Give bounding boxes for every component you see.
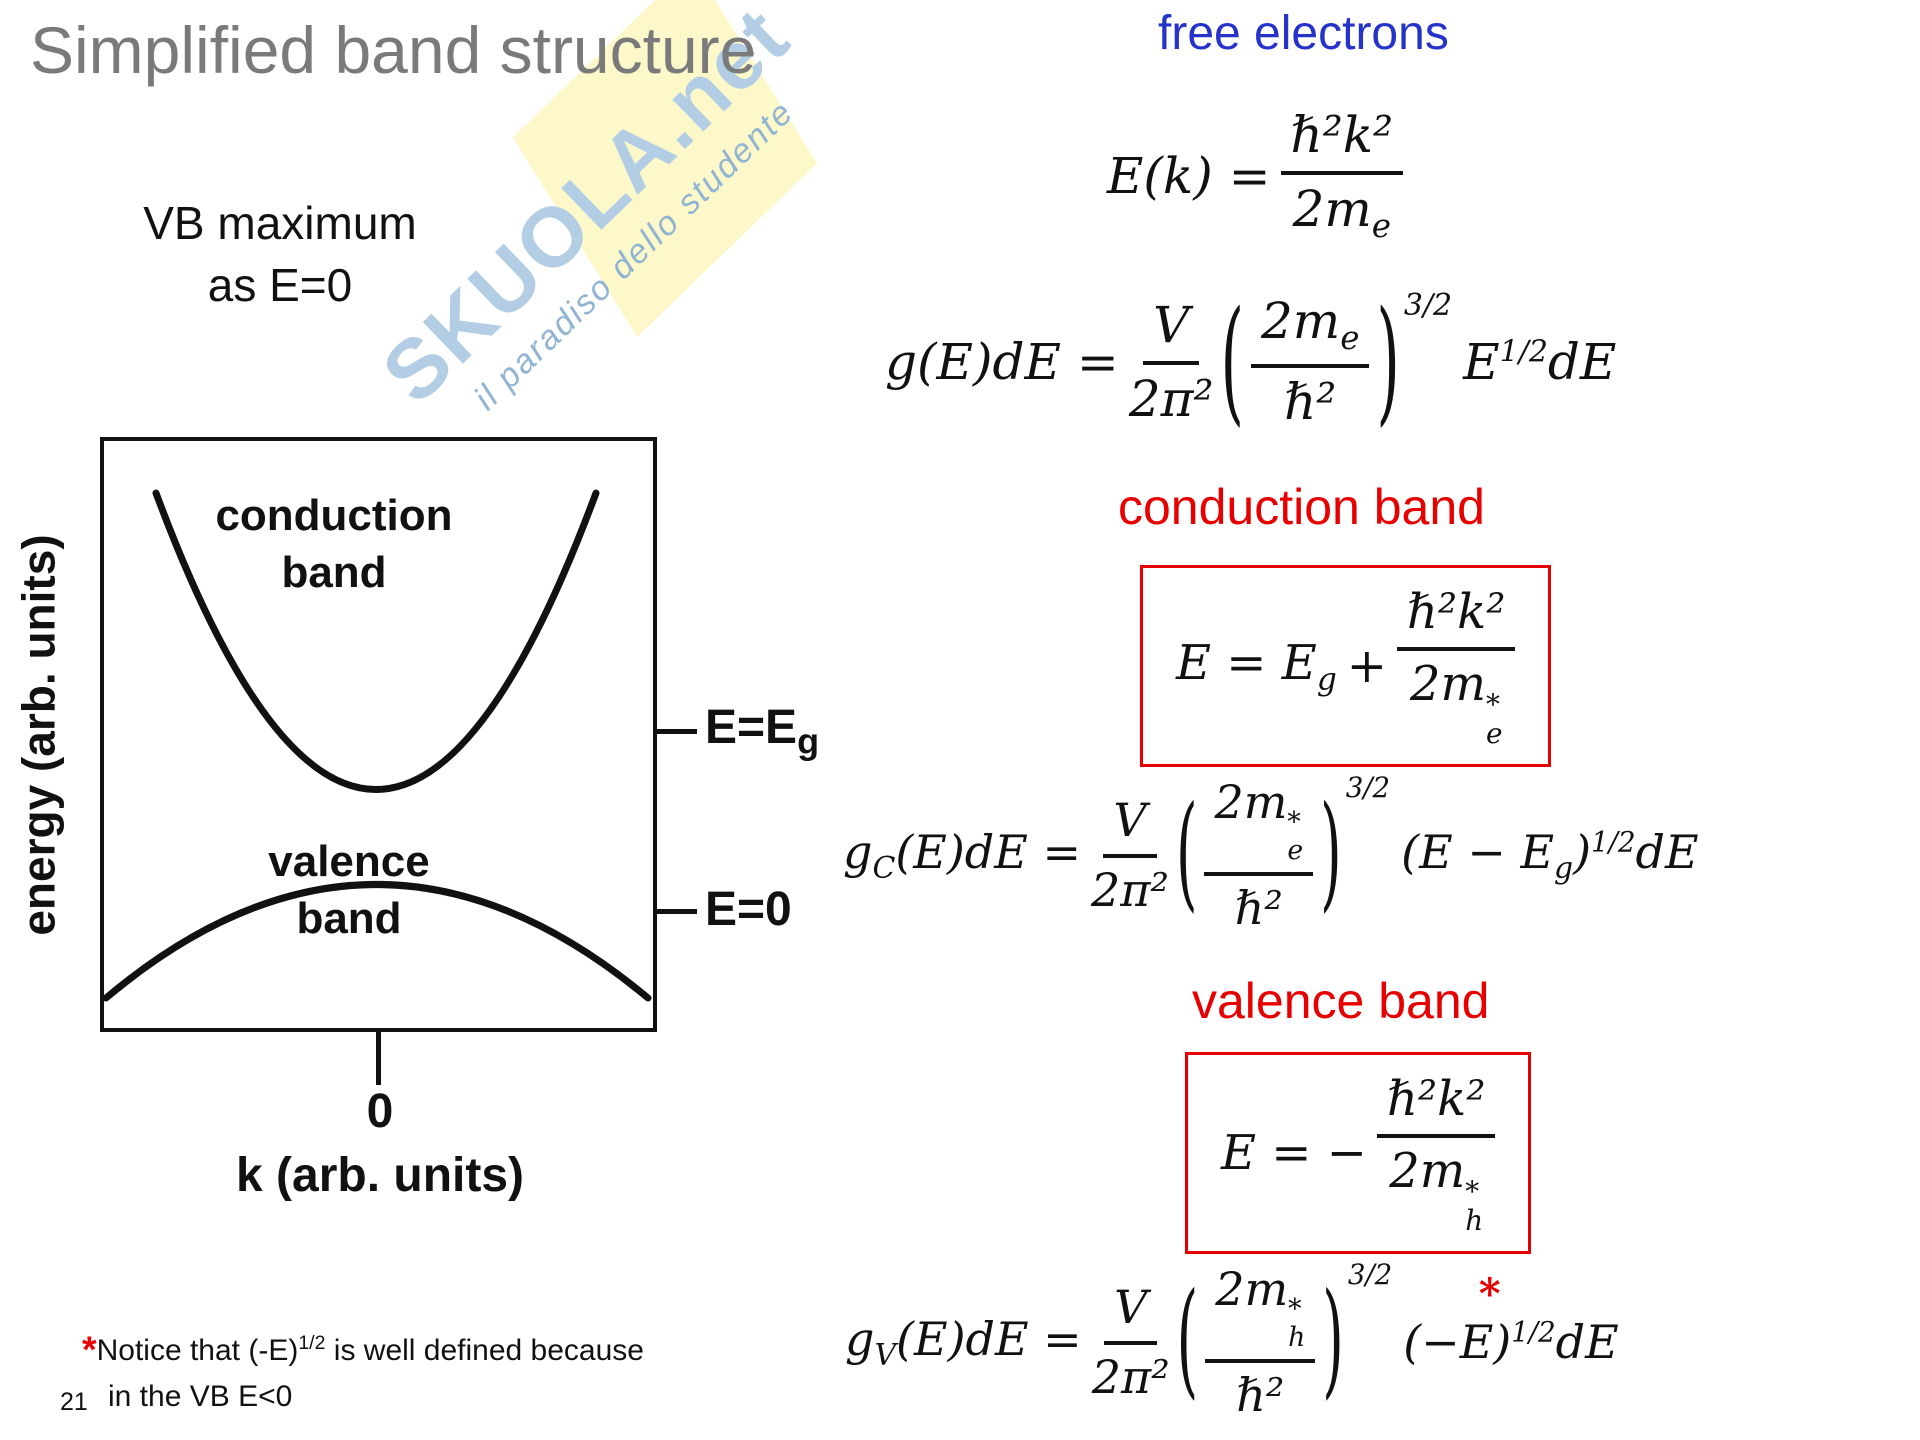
valence-band-label-line2: band	[296, 894, 402, 944]
footnote-line2: in the VB E<0	[108, 1380, 293, 1413]
eq-gv-mass-fraction: 2m*h ℏ²	[1205, 1262, 1316, 1422]
close-paren: )	[1320, 781, 1342, 926]
eq-gv-exponent: 3/2	[1347, 1258, 1393, 1291]
conduction-band-label: conduction band	[179, 487, 489, 601]
eq-gv-prefactor: V 2π²	[1091, 1280, 1170, 1405]
valence-band-label-line1: valence	[268, 837, 430, 886]
footnote-text-post: is well defined because	[325, 1334, 644, 1367]
eq-gdos-lhs: g(E)dE =	[885, 332, 1119, 391]
tick-k-origin	[376, 1031, 381, 1085]
open-paren: (	[1176, 1268, 1199, 1413]
valence-band-energy-box: E = − ℏ²k² 2m*h	[1185, 1052, 1532, 1255]
conduction-band-label-line2: band	[281, 548, 387, 598]
band-diagram: conduction band valence band	[100, 437, 657, 1032]
vb-note-line1: VB maximum	[143, 197, 417, 249]
conduction-band-label-line1: conduction	[215, 491, 453, 540]
eq-gdos-mass-num: 2me	[1250, 292, 1370, 368]
eg-label-sub: g	[797, 720, 820, 762]
footnote-star: *	[82, 1328, 97, 1370]
diagram-y-axis-label: energy (arb. units)	[6, 437, 72, 1032]
eq-cb-fraction: ℏ²k² 2m*e	[1397, 584, 1516, 751]
equation-valence-dos: gV(E)dE = V 2π² ( 2m*h ℏ² ) 3/2 * (−E)1/…	[840, 1258, 1624, 1422]
eq-gdos-mass-fraction: 2me ℏ²	[1250, 292, 1370, 431]
eq-ek-lhs: E(k) =	[1106, 146, 1271, 205]
open-paren: (	[1175, 781, 1198, 926]
vb-maximum-note: VB maximum as E=0	[110, 192, 450, 316]
band-curves	[104, 489, 652, 1002]
equation-free-electron-dispersion: E(k) = ℏ²k² 2me	[1040, 106, 1470, 245]
eq-gc-mass-fraction: 2m*e ℏ²	[1204, 775, 1314, 935]
close-paren: )	[1322, 1268, 1344, 1413]
eq-cb-denominator: 2m*e	[1409, 656, 1503, 751]
eq-gv-tail: * (−E)1/2dE	[1403, 1269, 1619, 1370]
eq-gdos-prefactor: V 2π²	[1128, 295, 1214, 428]
origin-label: 0	[366, 1085, 394, 1138]
eq-gc-exponent: 3/2	[1345, 771, 1391, 804]
heading-free-electrons: free electrons	[1158, 7, 1449, 60]
eq-gv-mass-num: 2m*h	[1205, 1262, 1316, 1364]
y-axis-label-text: energy (arb. units)	[13, 533, 66, 936]
eq-cb-plus: +	[1346, 638, 1387, 695]
eq-gc-tail: (E − Eg)1/2dE	[1401, 824, 1699, 886]
valence-band-curve	[104, 881, 652, 1002]
open-paren: (	[1220, 282, 1244, 441]
footnote-line1: *Notice that (-E)1/2 is well defined bec…	[82, 1328, 644, 1371]
eq-gv-lhs: gV(E)dE =	[845, 1311, 1082, 1373]
vb-note-line2: as E=0	[207, 259, 353, 312]
valence-band-label: valence band	[194, 833, 504, 947]
footnote-text-pre: Notice that (-E)	[96, 1334, 299, 1367]
page-title: Simplified band structure	[30, 13, 757, 87]
diagram-x-axis-label: k (arb. units)	[235, 1149, 525, 1202]
eq-vb-denominator: 2m*h	[1389, 1143, 1484, 1238]
eq-cb-lhs: E = Eg	[1176, 634, 1337, 698]
eq-ek-fraction: ℏ²k² 2me	[1280, 106, 1404, 245]
eg-label-base: E=E	[705, 701, 798, 754]
eq-gc-prefactor: V 2π²	[1091, 793, 1169, 918]
page-number: 21	[60, 1388, 88, 1416]
close-paren: )	[1376, 282, 1400, 441]
eq-vb-fraction: ℏ²k² 2m*h	[1377, 1071, 1496, 1238]
heading-conduction-band: conduction band	[1118, 479, 1485, 535]
footnote-exponent: 1/2	[298, 1332, 326, 1354]
eq-ek-numerator: ℏ²k²	[1280, 106, 1404, 175]
equation-conduction-dos: gC(E)dE = V 2π² ( 2m*e ℏ² ) 3/2 (E − Eg)…	[838, 771, 1704, 935]
eq-ek-denominator: 2me	[1292, 180, 1392, 245]
tick-eg-level	[655, 729, 697, 734]
eq-gdos-tail: E1/2dE	[1463, 332, 1617, 391]
tick-e0-level	[655, 909, 697, 914]
eq-vb-lhs: E = −	[1221, 1125, 1367, 1182]
eg-level-label: E=Eg	[705, 700, 819, 763]
conduction-band-energy-box: E = Eg + ℏ²k² 2m*e	[1140, 565, 1552, 768]
eq-gdos-exponent: 3/2	[1403, 288, 1453, 323]
eq-gc-mass-num: 2m*e	[1204, 775, 1314, 877]
e0-level-label: E=0	[705, 883, 792, 936]
heading-valence-band: valence band	[1192, 973, 1490, 1029]
conduction-band-curve	[152, 489, 600, 793]
eq-gc-lhs: gC(E)dE =	[843, 824, 1081, 886]
footnote-marker-star: *	[1478, 1269, 1501, 1319]
equation-free-electron-dos: g(E)dE = V 2π² ( 2me ℏ² ) 3/2 E1/2dE	[880, 282, 1621, 441]
